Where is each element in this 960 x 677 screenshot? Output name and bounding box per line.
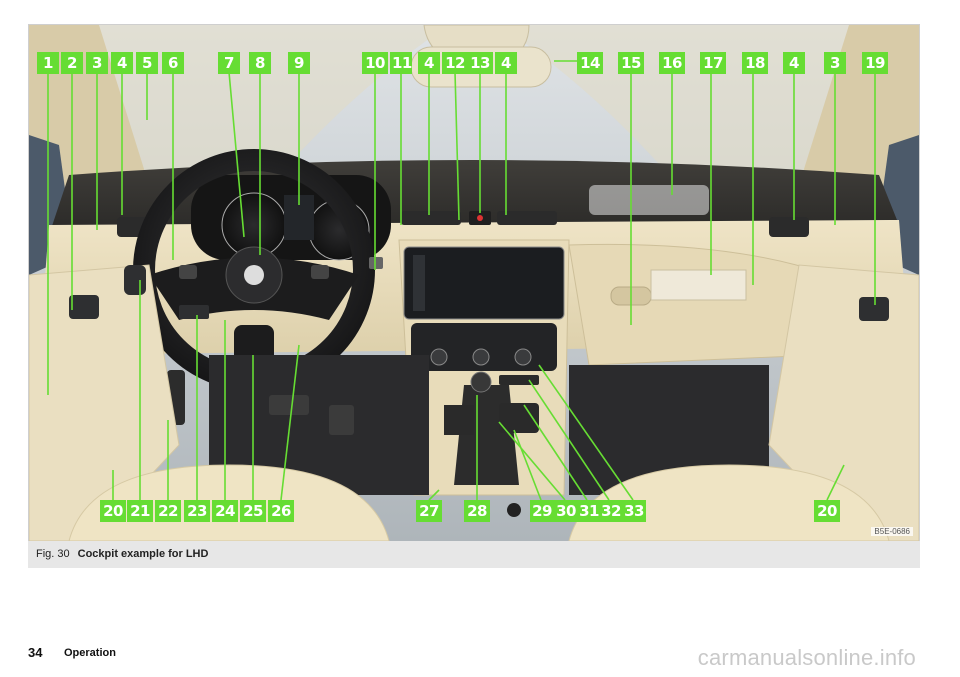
accelerator-pedal — [329, 405, 354, 435]
climate-knob-center — [472, 348, 490, 366]
page-number: 34 — [28, 645, 43, 660]
switch-panel — [179, 305, 209, 319]
cockpit-illustration — [29, 25, 919, 541]
image-code: B5E-0686 — [871, 527, 913, 536]
console-switches — [499, 375, 539, 385]
hazard-icon — [477, 215, 483, 221]
light-switch — [124, 265, 146, 295]
airbag-label-area — [589, 185, 709, 215]
figure-title: Cockpit example for LHD — [77, 548, 209, 560]
right-air-vent — [769, 217, 809, 237]
infotainment-screen — [403, 246, 565, 320]
cluster-display — [284, 195, 314, 240]
cockpit-figure: 1 2 3 4 5 6 7 8 9 10 11 4 12 13 4 14 15 … — [28, 24, 920, 542]
stalk-right — [369, 257, 383, 269]
climate-knob-right — [514, 348, 532, 366]
watermark: carmanualsonline.info — [697, 645, 916, 670]
brand-logo — [244, 265, 264, 285]
glovebox-handle — [610, 286, 652, 306]
wheel-buttons-right — [311, 265, 329, 279]
section-name: Operation — [64, 647, 116, 659]
figure-caption: Fig. 30 Cockpit example for LHD — [28, 541, 920, 568]
rear-view-mirror — [410, 46, 552, 88]
center-vent-right — [497, 211, 557, 225]
usb-ports — [444, 405, 474, 435]
window-switch-right — [859, 297, 889, 321]
climate-knob-left — [430, 348, 448, 366]
gear-knob — [470, 371, 492, 393]
start-button — [507, 503, 521, 517]
wheel-buttons-left — [179, 265, 197, 279]
airbag-label — [650, 269, 747, 301]
figure-number: Fig. 30 — [36, 548, 70, 560]
mirror-adjust-left — [69, 295, 99, 319]
infotainment-buttons — [413, 255, 425, 311]
parking-brake-area — [499, 403, 539, 433]
brake-pedal — [269, 395, 309, 415]
center-vent-left — [401, 211, 461, 225]
